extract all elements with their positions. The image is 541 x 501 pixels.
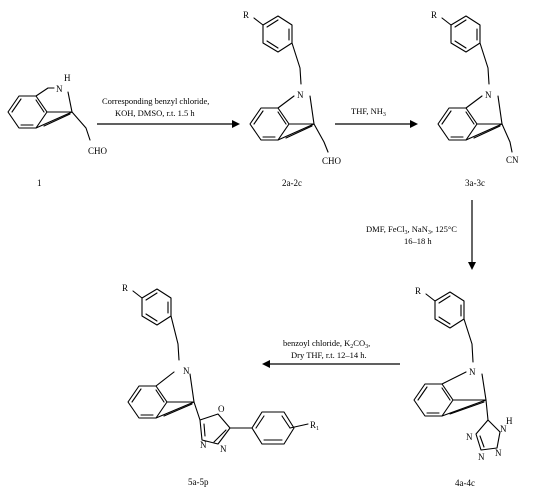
compound-label-1: 1 xyxy=(37,178,42,188)
step3-conditions-line2: 16–18 h xyxy=(404,236,432,246)
step2-conditions: THF, NH3 xyxy=(351,106,386,118)
compound-label-4: 4a-4c xyxy=(455,478,475,488)
reaction-arrow-3 xyxy=(468,200,476,270)
reaction-arrow-4 xyxy=(262,360,400,368)
reaction-arrow-2 xyxy=(335,120,418,128)
compound-4-structure: R N N H N N N xyxy=(413,286,513,462)
oxadiazole-n1: N xyxy=(200,440,207,450)
cho-group-1: CHO xyxy=(88,146,108,156)
step4-text-b: CO xyxy=(353,338,365,348)
compound-2-structure: R N CHO xyxy=(243,10,342,166)
step3-text-c: , 125°C xyxy=(431,224,457,234)
step4-text-c: , xyxy=(368,338,370,348)
r-substituent-2: R xyxy=(243,10,249,20)
step1-conditions-line1: Corresponding benzyl chloride, xyxy=(102,96,209,106)
step4-conditions-line1: benzoyl chloride, K2CO3, xyxy=(283,338,370,350)
tetrazole-n2: N xyxy=(495,448,502,458)
step4-sub2: 3 xyxy=(365,344,368,350)
reaction-arrow-1 xyxy=(97,120,240,128)
r-substituent-3: R xyxy=(431,10,437,20)
compound-label-5: 5a-5p xyxy=(188,477,209,487)
step1-conditions-line2: KOH, DMSO, r.t. 1.5 h xyxy=(115,108,195,118)
step4-sub1: 2 xyxy=(350,344,353,350)
tetrazole-nh-n: N xyxy=(500,424,507,434)
indole-n-3: N xyxy=(485,90,492,100)
nh-n-atom: N xyxy=(56,84,63,94)
tetrazole-h: H xyxy=(506,416,513,426)
step2-text: THF, NH xyxy=(351,106,383,116)
compound-5-structure: R N O N N R1 xyxy=(122,283,319,454)
compound-label-3: 3a-3c xyxy=(465,178,485,188)
step3-sub1: 3 xyxy=(405,230,408,236)
r-substituent-5: R xyxy=(122,283,128,293)
r-substituent-4: R xyxy=(415,286,421,296)
step4-text-a: benzoyl chloride, K xyxy=(283,338,351,348)
tetrazole-n3: N xyxy=(478,452,485,462)
step3-conditions-line1: DMF, FeCl3, NaN3, 125°C xyxy=(366,224,457,236)
compound-1-structure: N H CHO xyxy=(7,73,108,156)
cn-group-3: CN xyxy=(506,155,519,165)
indole-n-5: N xyxy=(183,366,190,376)
indole-n-2: N xyxy=(297,90,304,100)
step2-sub: 3 xyxy=(383,112,386,118)
cho-group-2: CHO xyxy=(322,156,342,166)
nh-h-atom: H xyxy=(64,73,71,83)
oxadiazole-n2: N xyxy=(220,444,227,454)
oxadiazole-o: O xyxy=(218,404,225,414)
compound-3-structure: R N CN xyxy=(431,10,519,165)
indole-n-4: N xyxy=(469,367,476,377)
r1-letter: R xyxy=(310,420,316,430)
step4-conditions-line2: Dry THF, r.t. 12–14 h. xyxy=(291,350,367,360)
r1-sub: 1 xyxy=(316,426,319,432)
compound-label-2: 2a-2c xyxy=(282,178,302,188)
r1-substituent: R1 xyxy=(310,420,319,432)
tetrazole-n4: N xyxy=(466,432,473,442)
step3-text-b: , NaN xyxy=(408,224,428,234)
step3-sub2: 3 xyxy=(428,230,431,236)
step3-text-a: DMF, FeCl xyxy=(366,224,405,234)
